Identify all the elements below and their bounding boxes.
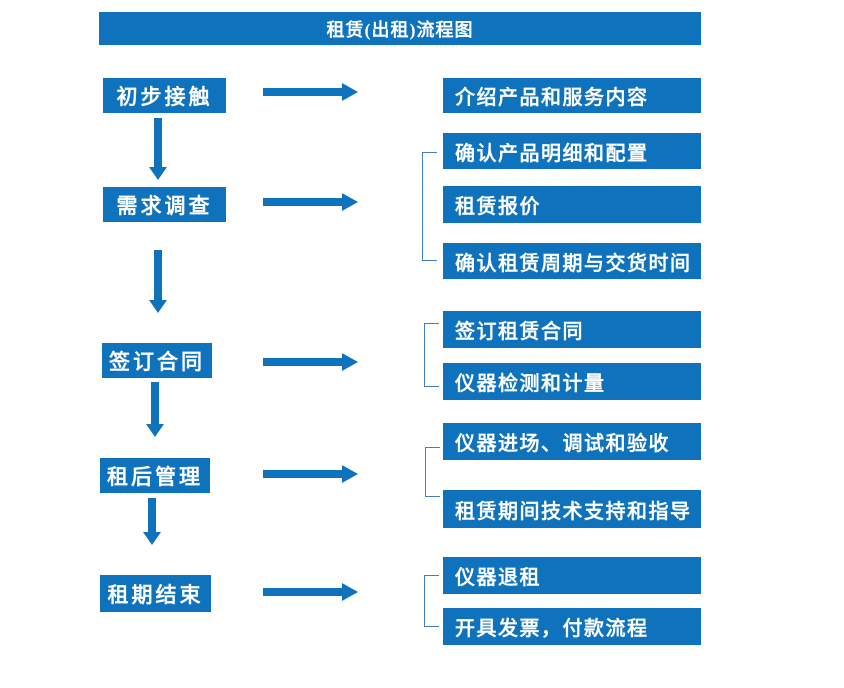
right-arrow-head-icon (342, 193, 358, 211)
right-arrow-head-icon (342, 583, 358, 601)
step-rental-end: 租期结束 (100, 575, 211, 612)
down-arrow (149, 250, 167, 313)
detail-instrument-testing-metering: 仪器检测和计量 (443, 363, 701, 400)
right-arrow (263, 353, 358, 371)
down-arrow (143, 498, 161, 545)
detail-confirm-period-delivery: 确认租赁周期与交货时间 (443, 243, 701, 279)
bracket-connector (424, 575, 439, 627)
detail-sign-rental-contract: 签订租赁合同 (443, 311, 701, 348)
flowchart-title: 租赁(出租)流程图 (99, 12, 701, 45)
step-initial-contact: 初步接触 (103, 78, 226, 113)
step-post-rental-management: 租后管理 (100, 458, 210, 493)
down-arrow (146, 382, 164, 437)
down-arrow-stem (151, 382, 159, 425)
right-arrow-stem (263, 588, 344, 596)
bracket-connector (425, 447, 440, 497)
down-arrow-stem (148, 498, 156, 533)
right-arrow-head-icon (342, 465, 358, 483)
right-arrow (263, 465, 358, 483)
down-arrow-head-icon (149, 300, 167, 313)
detail-instrument-setup-acceptance: 仪器进场、调试和验收 (443, 423, 701, 460)
right-arrow (263, 193, 358, 211)
right-arrow-head-icon (342, 83, 358, 101)
bracket-connector (422, 152, 437, 261)
right-arrow-stem (263, 88, 344, 96)
right-arrow-stem (263, 470, 344, 478)
detail-rental-quotation: 租赁报价 (443, 186, 701, 223)
bracket-connector (424, 323, 439, 387)
right-arrow-head-icon (342, 353, 358, 371)
detail-invoice-payment-process: 开具发票，付款流程 (443, 608, 701, 645)
down-arrow-head-icon (149, 167, 167, 180)
right-arrow-stem (263, 358, 344, 366)
right-arrow (263, 583, 358, 601)
detail-instrument-return: 仪器退租 (443, 557, 701, 594)
detail-introduce-products-services: 介绍产品和服务内容 (443, 78, 701, 113)
right-arrow (263, 83, 358, 101)
step-sign-contract: 签订合同 (102, 343, 212, 378)
detail-confirm-product-config: 确认产品明细和配置 (443, 133, 701, 169)
down-arrow (149, 118, 167, 180)
step-demand-survey: 需求调查 (103, 187, 226, 222)
down-arrow-head-icon (146, 424, 164, 437)
down-arrow-head-icon (143, 532, 161, 545)
down-arrow-stem (154, 250, 162, 301)
down-arrow-stem (154, 118, 162, 168)
right-arrow-stem (263, 198, 344, 206)
detail-technical-support-guidance: 租赁期间技术支持和指导 (443, 490, 701, 528)
